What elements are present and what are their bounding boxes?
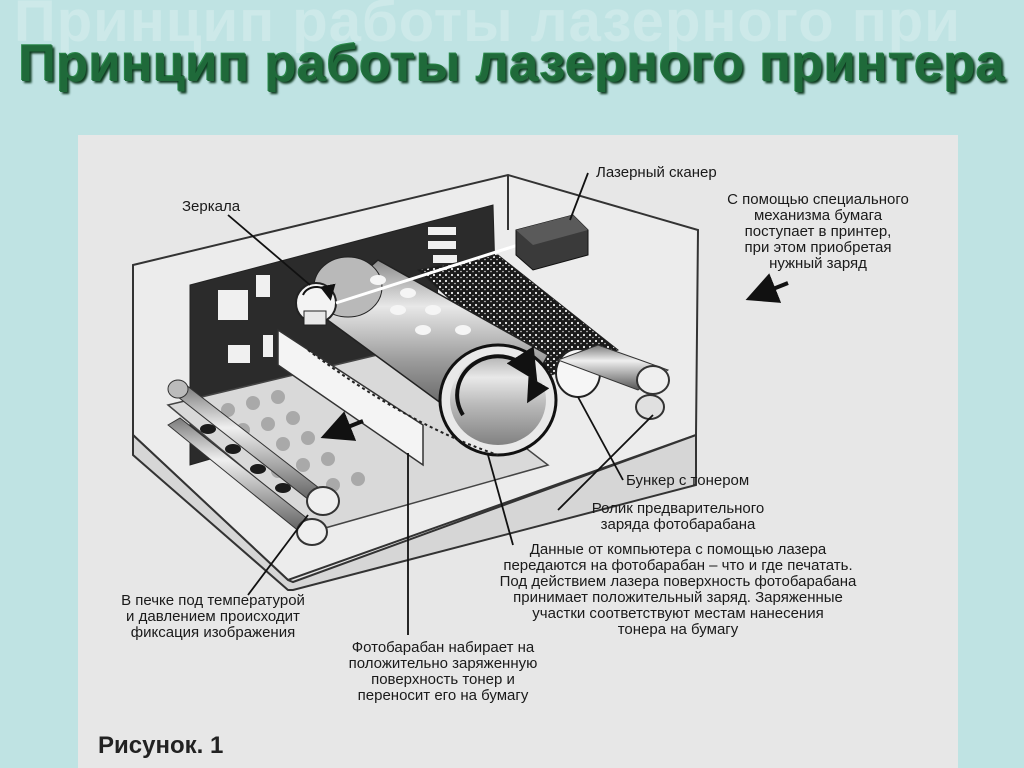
label-mirrors: Зеркала [182,199,240,215]
paper-feed-line: нужный заряд [693,256,943,272]
label-paper-feed: С помощью специального механизма бумага … [693,192,943,272]
label-photodrum: Фотобарабан набирает на положительно зар… [318,640,568,704]
paper-feed-line: поступает в принтер, [693,224,943,240]
precharge-line: Ролик предварительного [548,501,808,517]
label-laser-data: Данные от компьютера с помощью лазера пе… [438,542,918,638]
label-laser-scanner: Лазерный сканер [596,165,717,181]
printer-diagram-panel: Лазерный сканер Зеркала С помощью специа… [78,135,958,768]
laser-data-line: Под действием лазера поверхность фотобар… [438,574,918,590]
figure-caption: Рисунок. 1 [98,732,223,760]
photodrum-line: переносит его на бумагу [318,688,568,704]
laser-data-line: тонера на бумагу [438,622,918,638]
fuser-line: В печке под температурой [78,593,348,609]
paper-feed-line: механизма бумага [693,208,943,224]
label-toner-hopper: Бункер с тонером [626,473,749,489]
photodrum-line: Фотобарабан набирает на [318,640,568,656]
precharge-line: заряда фотобарабана [548,517,808,533]
fuser-line: и давлением происходит [78,609,348,625]
laser-data-line: Данные от компьютера с помощью лазера [438,542,918,558]
photodrum-line: поверхность тонер и [318,672,568,688]
label-precharge-roller: Ролик предварительного заряда фотобараба… [548,501,808,533]
label-fuser: В печке под температурой и давлением про… [78,593,348,641]
fuser-line: фиксация изображения [78,625,348,641]
laser-data-line: принимает положительный заряд. Заряженны… [438,590,918,606]
laser-data-line: передаются на фотобарабан – что и где пе… [438,558,918,574]
paper-feed-line: при этом приобретая [693,240,943,256]
paper-feed-line: С помощью специального [693,192,943,208]
laser-data-line: участки соответствуют местам нанесения [438,606,918,622]
slide-title: Принцип работы лазерного принтера [0,34,1024,94]
photodrum-line: положительно заряженную [318,656,568,672]
